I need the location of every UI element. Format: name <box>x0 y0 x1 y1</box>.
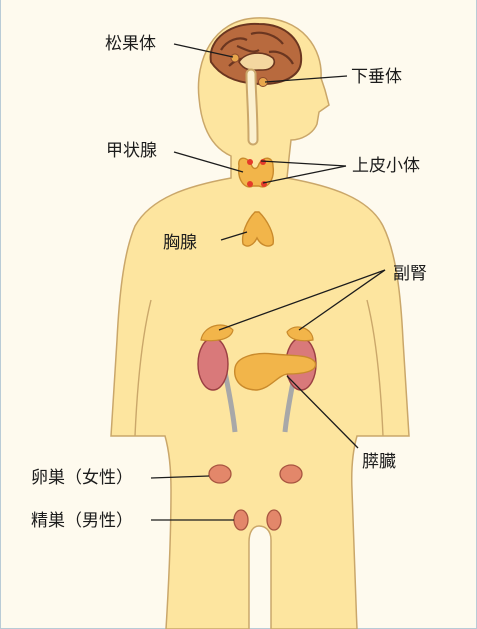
brain-inner <box>239 53 274 70</box>
left-testis-icon <box>234 510 248 530</box>
parathyroid-dot-icon <box>247 159 253 165</box>
label-adrenal: 副腎 <box>393 264 427 284</box>
left-kidney-icon <box>198 338 228 390</box>
label-thyroid: 甲状腺 <box>106 141 157 161</box>
label-pituitary: 下垂体 <box>351 67 402 87</box>
pineal-gland-icon <box>231 54 239 62</box>
label-pancreas: 膵臓 <box>362 452 396 472</box>
label-ovary: 卵巣（女性） <box>31 468 133 488</box>
body-silhouette <box>111 18 409 629</box>
label-parathyroid: 上皮小体 <box>352 156 420 176</box>
label-testis: 精巣（男性） <box>31 511 133 531</box>
label-pineal: 松果体 <box>105 34 156 54</box>
label-thymus: 胸腺 <box>163 233 197 253</box>
parathyroid-dot-icon <box>260 159 266 165</box>
spinal-cord-core <box>251 74 253 140</box>
right-testis-icon <box>267 510 281 530</box>
parathyroid-dot-icon <box>247 181 253 187</box>
left-ovary-icon <box>209 465 231 483</box>
right-ovary-icon <box>280 465 302 483</box>
